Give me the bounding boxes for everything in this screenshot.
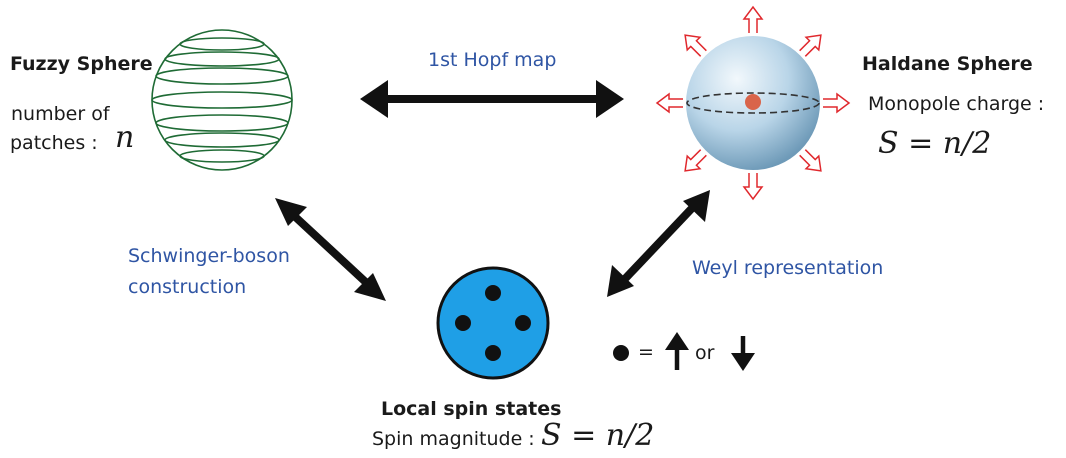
flux-arrows (655, 5, 851, 201)
down-arrow-icon (731, 336, 755, 371)
local-spin-title: Local spin states (381, 398, 562, 420)
fuzzy-symbol-n: n (115, 120, 135, 155)
spin-dot (455, 315, 471, 331)
fuzzy-caption-line2: patches : (10, 132, 98, 154)
legend-equals: = (638, 341, 654, 363)
hopf-map-label: 1st Hopf map (428, 49, 557, 71)
fuzzy-sphere (151, 29, 293, 171)
local-spin-formula: S = n/2 (541, 418, 655, 453)
weyl-arrow (607, 190, 710, 297)
haldane-caption: Monopole charge : (868, 93, 1045, 115)
local-spin-disk (436, 266, 550, 380)
monopole-dot (745, 94, 761, 110)
hopf-arrow (360, 80, 624, 118)
schwinger-label-line1: Schwinger-boson (128, 245, 290, 267)
local-spin-caption: Spin magnitude : (372, 428, 535, 450)
schwinger-label-line2: construction (128, 276, 247, 298)
spin-dot (485, 345, 501, 361)
haldane-sphere-title: Haldane Sphere (862, 53, 1033, 75)
weyl-label: Weyl representation (692, 257, 884, 279)
legend-dot-icon (613, 345, 629, 361)
legend-or: or (695, 342, 715, 364)
haldane-formula: S = n/2 (878, 126, 992, 161)
fuzzy-caption-line1: number of (11, 103, 110, 125)
spin-dot (485, 285, 501, 301)
up-arrow-icon (665, 332, 689, 370)
haldane-sphere (686, 36, 820, 170)
spin-dot (515, 315, 531, 331)
fuzzy-sphere-title: Fuzzy Sphere (10, 53, 153, 75)
schwinger-arrow (275, 198, 386, 301)
